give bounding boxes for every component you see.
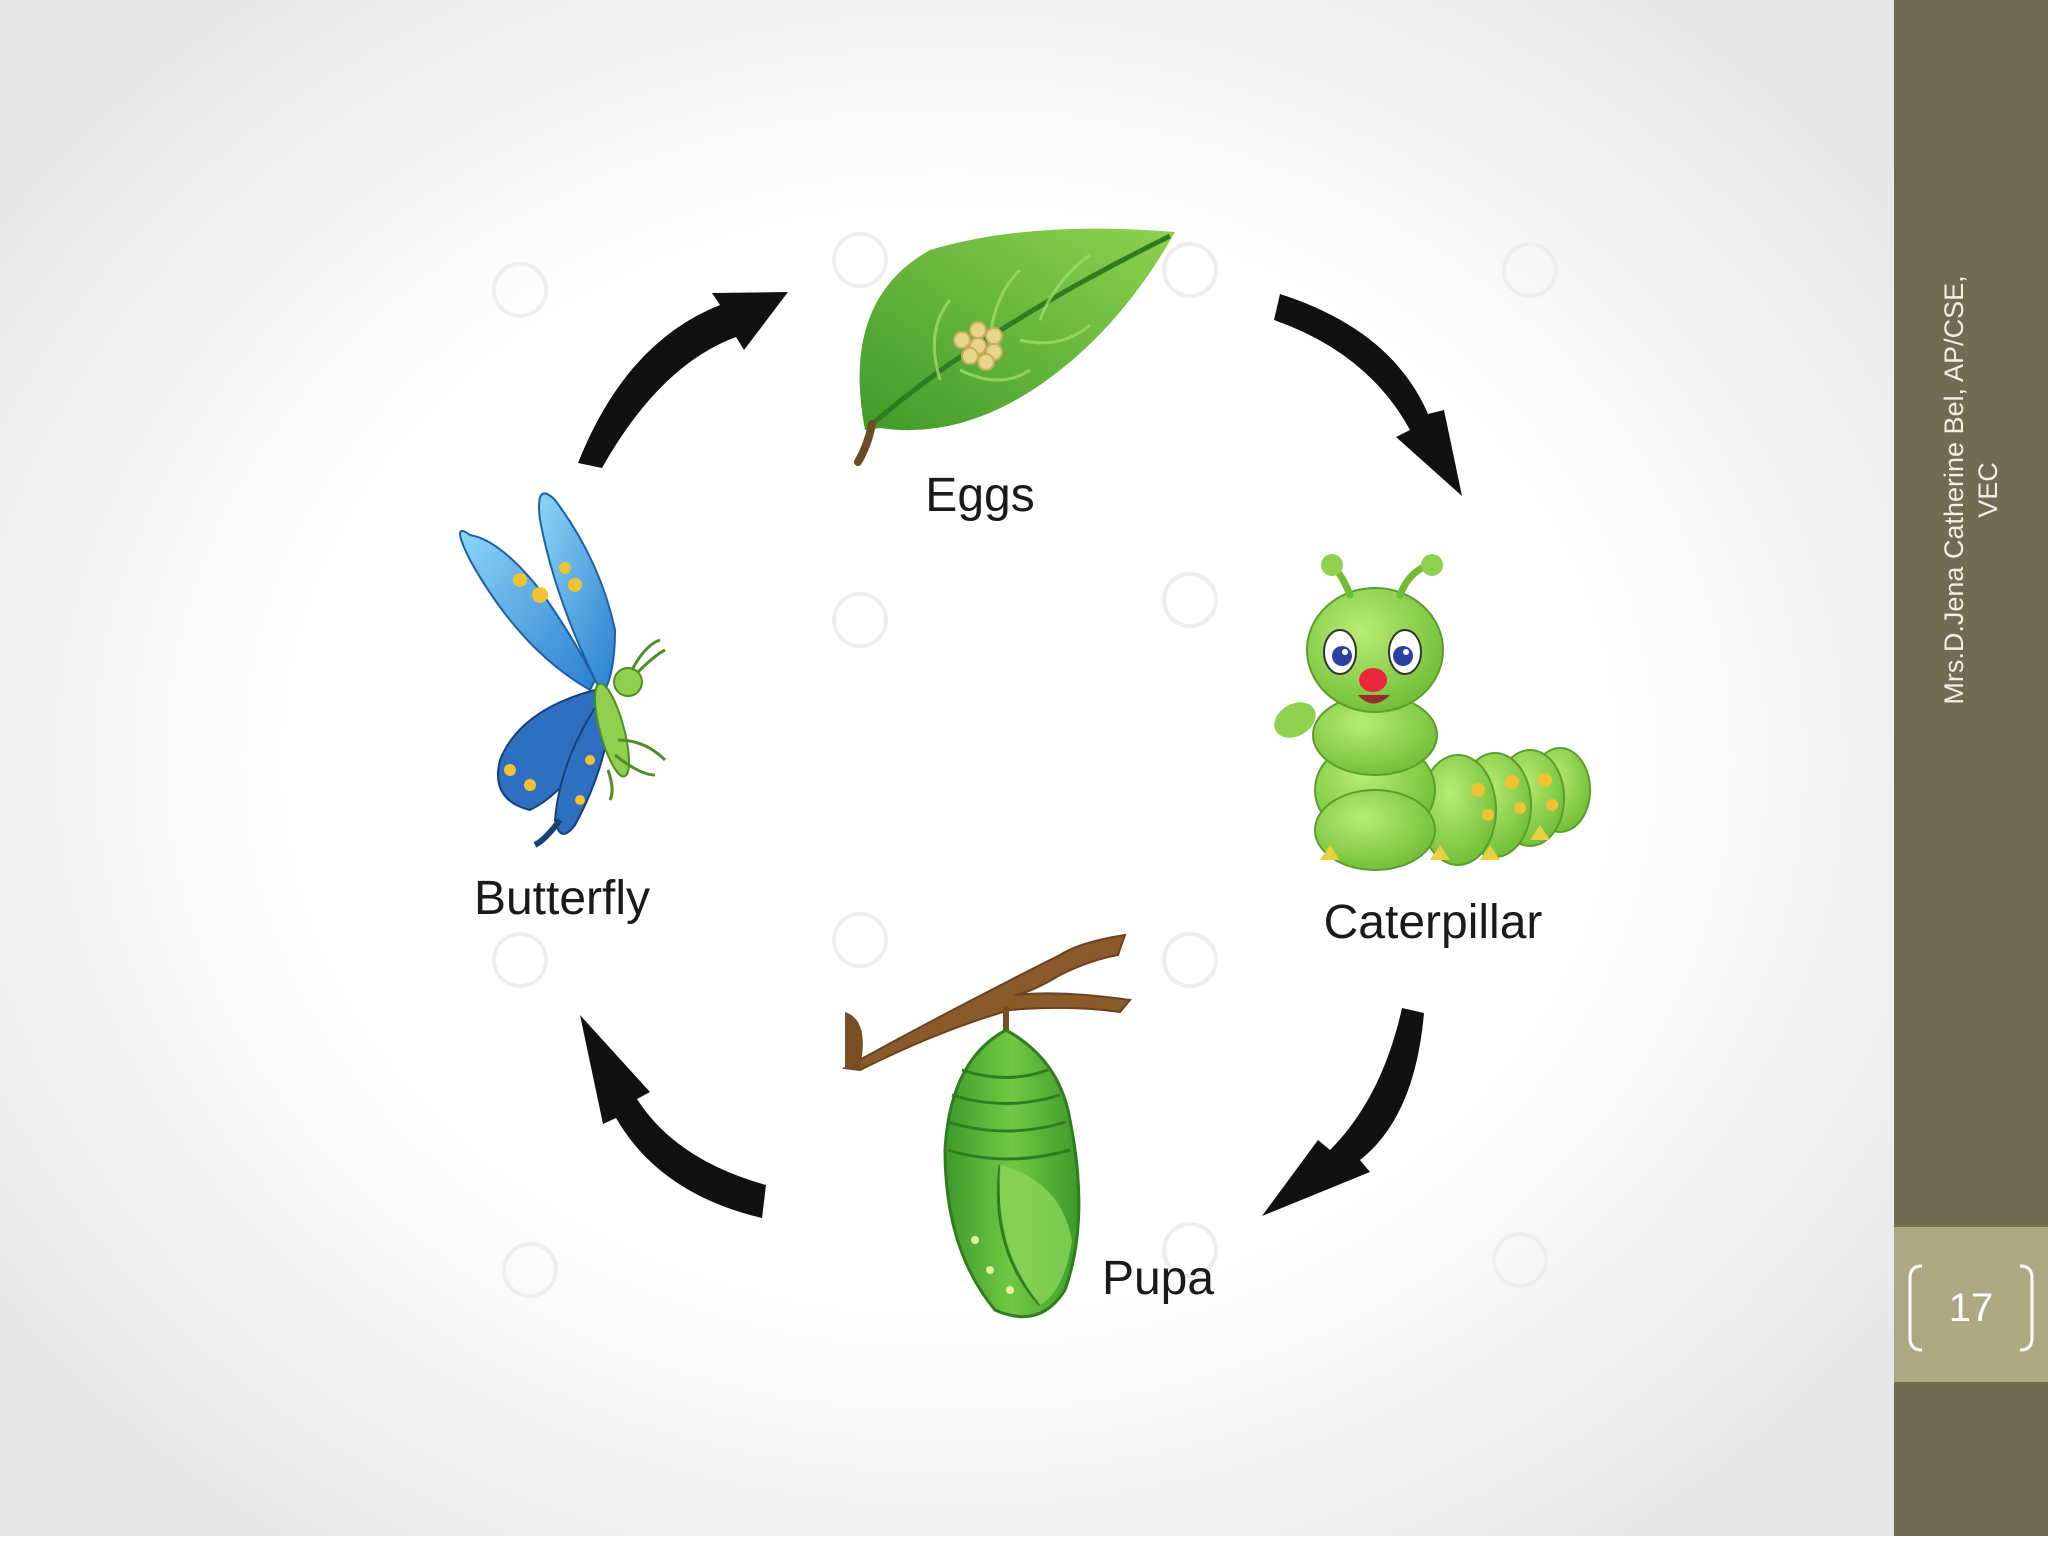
author-line-2: VEC xyxy=(1973,462,2003,518)
page-number: 17 xyxy=(1948,1285,1994,1330)
stage-label-butterfly: Butterfly xyxy=(474,872,650,925)
watermark-icons xyxy=(492,232,1558,1298)
butterfly-icon xyxy=(459,492,667,848)
life-cycle-diagram: Eggs xyxy=(459,228,1591,1319)
cycle-arrow-icon xyxy=(578,292,1462,1218)
slide-sidebar: Mrs.D.Jena Catherine Bel, AP/CSE, VEC 17 xyxy=(1894,0,2048,1536)
page-number-box: 17 xyxy=(1906,1262,2036,1354)
author-credit-text: Mrs.D.Jena Catherine Bel, AP/CSE, VEC xyxy=(1937,275,2005,704)
caterpillar-icon xyxy=(1274,554,1591,871)
leaf-with-eggs-icon xyxy=(854,228,1175,466)
stage-label-pupa: Pupa xyxy=(1102,1252,1214,1305)
page-number-bracket xyxy=(1908,1264,2034,1352)
stage-label-caterpillar: Caterpillar xyxy=(1324,896,1543,949)
slide-canvas: Eggs xyxy=(0,0,1894,1536)
page-number-band xyxy=(1894,1227,2048,1382)
chrysalis-icon xyxy=(841,933,1132,1319)
author-line-1: Mrs.D.Jena Catherine Bel, AP/CSE, xyxy=(1939,275,1969,705)
stage-label-eggs: Eggs xyxy=(925,469,1034,522)
